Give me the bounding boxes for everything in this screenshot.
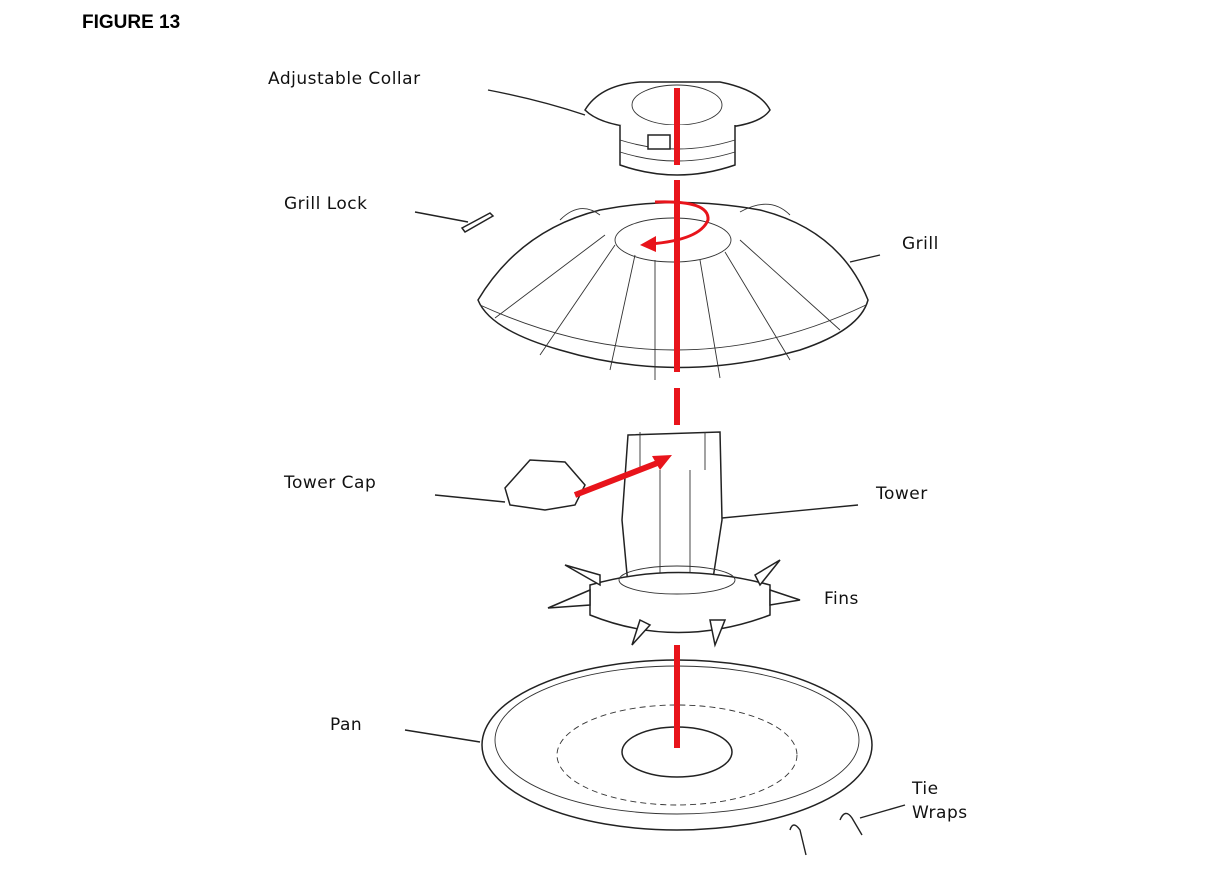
label-grill: Grill bbox=[902, 234, 939, 254]
label-fins: Fins bbox=[824, 589, 859, 609]
figure-title: FIGURE 13 bbox=[82, 12, 181, 33]
tower-cap-part bbox=[504, 459, 586, 511]
label-pan: Pan bbox=[330, 715, 362, 735]
label-tie-wraps-line1: Tie bbox=[911, 779, 939, 799]
fins-part bbox=[547, 559, 801, 648]
leader-lines bbox=[404, 89, 906, 819]
grill-lock-part bbox=[460, 212, 495, 233]
label-tie-wraps-line2: Wraps bbox=[912, 803, 968, 823]
assembly-arrows bbox=[573, 88, 710, 748]
label-grill-lock: Grill Lock bbox=[284, 194, 368, 214]
grill-part bbox=[477, 201, 869, 380]
label-adjustable-collar: Adjustable Collar bbox=[268, 69, 421, 89]
tower-part bbox=[621, 431, 723, 586]
label-tower: Tower bbox=[875, 484, 928, 504]
label-tower-cap: Tower Cap bbox=[283, 473, 376, 493]
tie-wraps-part bbox=[789, 812, 863, 856]
